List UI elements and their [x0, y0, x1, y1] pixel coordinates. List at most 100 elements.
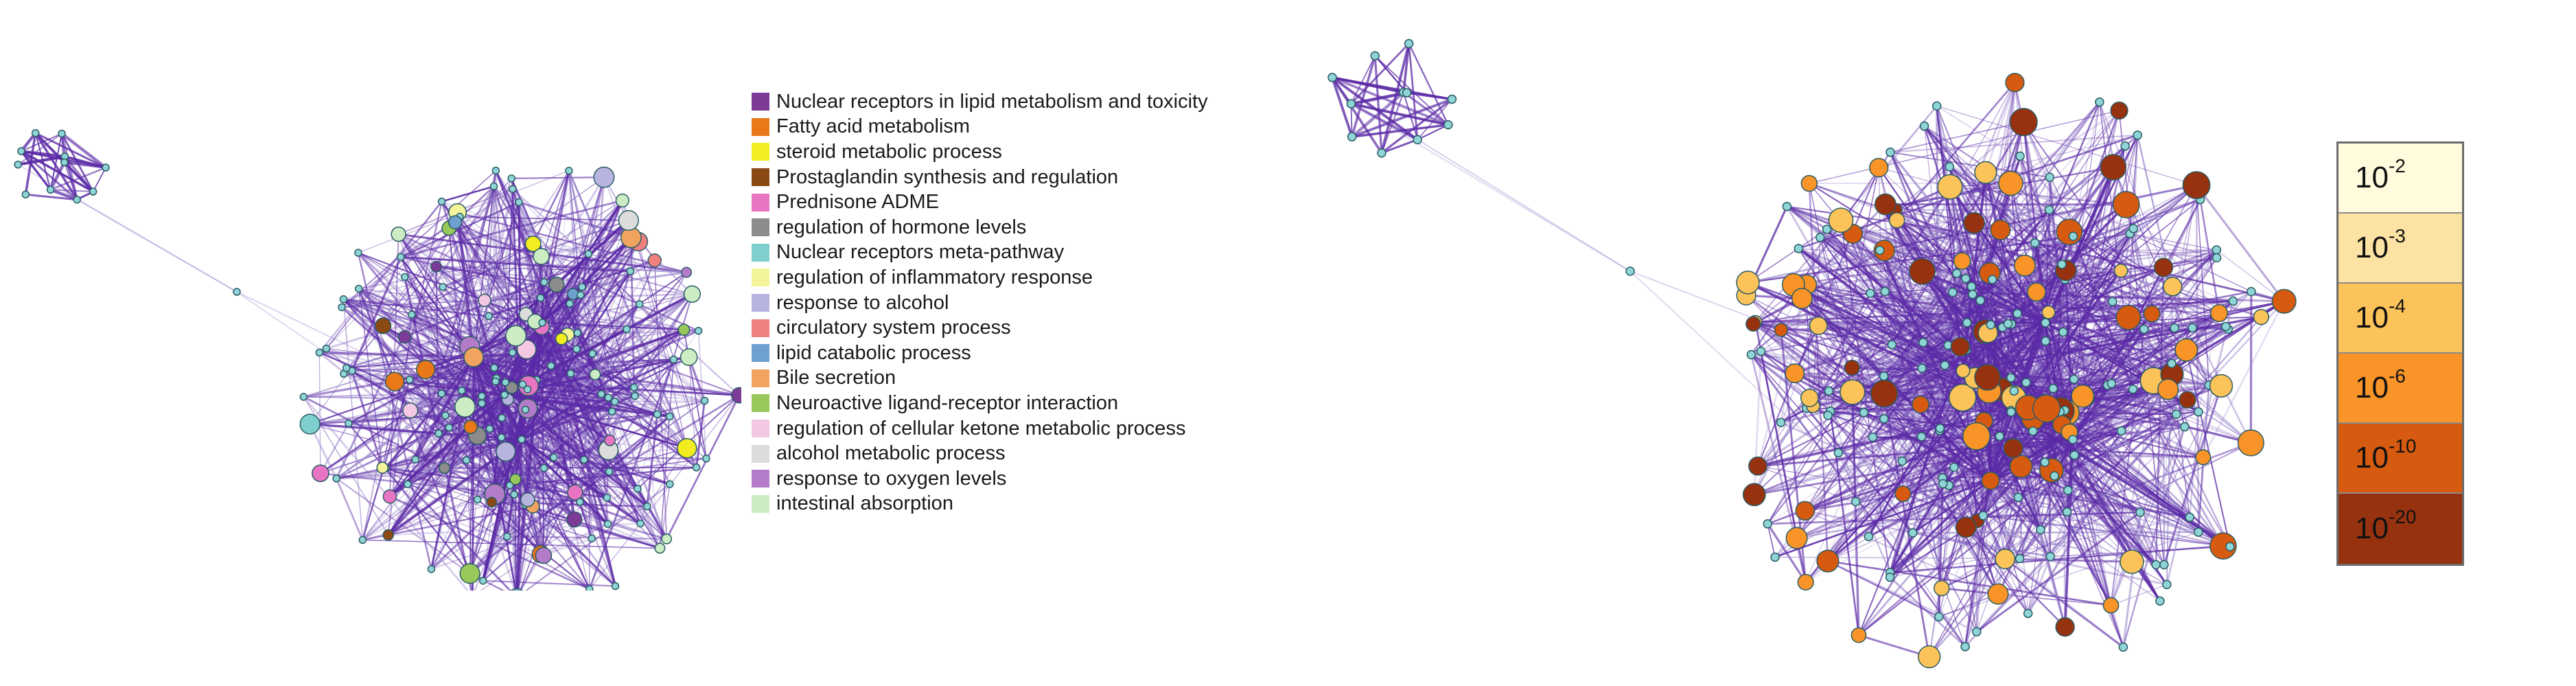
- legend-label: Prostaglandin synthesis and regulation: [776, 165, 1119, 188]
- network-edge: [503, 236, 632, 396]
- legend-item: regulation of inflammatory response: [752, 265, 1208, 290]
- network-node: [502, 532, 511, 540]
- network-node: [1795, 501, 1815, 521]
- pvalue-scale-label: 10-4: [2355, 295, 2406, 335]
- network-node: [1968, 289, 1977, 299]
- network-edge: [358, 252, 474, 358]
- network-node: [2209, 374, 2233, 398]
- network-edge: [441, 185, 494, 203]
- network-edge: [493, 367, 515, 495]
- network-edge: [1331, 76, 1419, 141]
- network-node: [1816, 549, 1840, 573]
- network-node: [1327, 73, 1337, 82]
- network-edge: [430, 356, 475, 569]
- legend-item: circulatory system process: [752, 315, 1208, 341]
- network-node: [2271, 288, 2297, 314]
- network-node: [2068, 435, 2078, 444]
- network-node: [1897, 456, 1907, 466]
- network-node: [2056, 218, 2083, 246]
- network-edge: [1890, 480, 1991, 573]
- network-node: [2023, 608, 2033, 619]
- network-edge: [1956, 273, 2046, 323]
- network-edge: [20, 150, 51, 191]
- network-edge: [2012, 438, 2074, 449]
- network-edge: [435, 266, 524, 385]
- network-node: [478, 392, 486, 400]
- network-edge: [1936, 106, 1964, 371]
- network-edge: [1809, 110, 2120, 184]
- network-nodes: [14, 129, 741, 591]
- network-node: [661, 533, 673, 545]
- network-edge: [2023, 122, 2210, 386]
- legend-swatch: [752, 319, 769, 337]
- legend-swatch: [752, 93, 769, 111]
- network-edge: [448, 227, 693, 295]
- network-node: [1763, 519, 1773, 529]
- network-edge: [1793, 284, 1964, 371]
- network-edge: [389, 495, 590, 591]
- network-edge: [34, 132, 65, 163]
- network-node: [2006, 373, 2016, 382]
- network-edge: [60, 133, 94, 192]
- network-edge: [1890, 516, 2190, 578]
- network-edge: [1755, 321, 2046, 324]
- network-node: [2036, 525, 2045, 535]
- network-edge: [1890, 121, 2024, 153]
- network-edge: [436, 266, 693, 295]
- network-node: [1918, 337, 1928, 347]
- network-edge: [348, 356, 474, 424]
- network-edge: [343, 298, 543, 324]
- legend-label: circulatory system process: [776, 317, 1011, 339]
- network-edge: [536, 379, 590, 590]
- network-node: [2068, 231, 2078, 241]
- network-node: [1955, 516, 1977, 538]
- network-edge: [1827, 560, 1977, 633]
- network-edge: [341, 188, 513, 308]
- network-edge: [1891, 184, 2197, 345]
- network-node: [2159, 560, 2169, 570]
- network-edge: [2004, 558, 2124, 648]
- network-edge: [515, 411, 613, 481]
- legend-item: response to oxygen levels: [752, 466, 1208, 492]
- network-node: [382, 529, 395, 541]
- network-edge: [591, 353, 668, 540]
- network-node: [2120, 549, 2144, 574]
- network-edge: [2195, 185, 2200, 532]
- network-node: [536, 294, 545, 302]
- network-edge: [343, 299, 364, 540]
- network-node: [2069, 450, 2080, 460]
- network-node: [2040, 457, 2050, 467]
- network-edge: [17, 163, 237, 293]
- network-node: [408, 310, 416, 319]
- network-nodes: [1327, 38, 2297, 669]
- network-node: [1937, 174, 1963, 200]
- network-node: [2041, 318, 2050, 328]
- network-node: [1833, 448, 1844, 458]
- network-edge: [1912, 479, 1991, 534]
- network-edge: [472, 356, 511, 486]
- network-edge: [1936, 106, 2074, 440]
- network-node: [523, 385, 532, 393]
- network-node: [2063, 485, 2073, 495]
- network-node: [2139, 324, 2149, 334]
- network-edge: [1949, 186, 2047, 324]
- network-node: [1938, 479, 1948, 489]
- network-node: [1864, 531, 1874, 542]
- pvalue-scale-box: 10-10: [2339, 424, 2462, 494]
- network-edge: [1889, 576, 1966, 648]
- network-edge: [2072, 382, 2113, 441]
- network-edge: [456, 212, 476, 358]
- legend-item: steroid metabolic process: [752, 139, 1208, 165]
- network-node: [2116, 426, 2126, 436]
- network-edge: [1774, 279, 2066, 558]
- network-node: [1917, 363, 1927, 374]
- network-edge: [2189, 411, 2199, 518]
- network-node: [496, 441, 516, 462]
- network-node: [1850, 627, 1867, 643]
- network-node: [1879, 371, 1889, 381]
- cluster-network-by-pvalue: [1327, 38, 2297, 669]
- network-edge: [656, 294, 693, 415]
- network-node: [430, 260, 443, 273]
- network-edge: [543, 537, 592, 557]
- network-node: [584, 249, 593, 258]
